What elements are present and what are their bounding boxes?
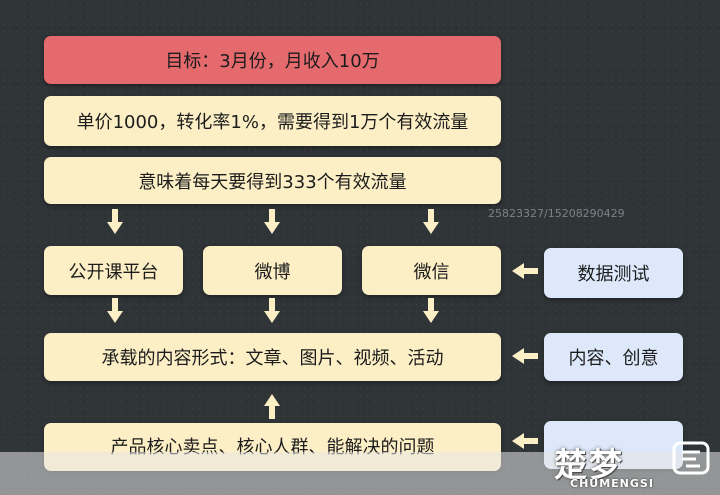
goal-text: 目标：3月份，月收入10万 bbox=[165, 51, 380, 72]
arrow-left-icon bbox=[512, 263, 538, 279]
arrow-down-icon bbox=[264, 209, 280, 235]
watermark-id: 25823327/15208290429 bbox=[488, 207, 625, 220]
channel-open-course: 公开课平台 bbox=[44, 246, 183, 295]
content-form-box: 承载的内容形式：文章、图片、视频、活动 bbox=[44, 333, 501, 381]
channel-weibo: 微博 bbox=[203, 246, 342, 295]
logo-mark-icon bbox=[672, 441, 710, 475]
channel-label: 微博 bbox=[254, 261, 291, 283]
channel-wechat: 微信 bbox=[362, 246, 501, 295]
arrow-down-icon bbox=[107, 298, 123, 324]
calc-text: 单价1000，转化率1%，需要得到1万个有效流量 bbox=[76, 112, 469, 133]
content-form-text: 承载的内容形式：文章、图片、视频、活动 bbox=[101, 348, 444, 369]
arrow-down-icon bbox=[107, 209, 123, 235]
logo-en-text: CHUMENGSI bbox=[570, 477, 654, 490]
calc-box: 单价1000，转化率1%，需要得到1万个有效流量 bbox=[44, 96, 501, 146]
channel-label: 微信 bbox=[413, 261, 450, 283]
arrow-down-icon bbox=[423, 298, 439, 324]
daily-box: 意味着每天要得到333个有效流量 bbox=[44, 157, 501, 204]
arrow-left-icon bbox=[512, 348, 538, 364]
daily-text: 意味着每天要得到333个有效流量 bbox=[138, 171, 407, 193]
content-creative-box: 内容、创意 bbox=[544, 333, 683, 381]
arrow-down-icon bbox=[423, 209, 439, 235]
goal-box: 目标：3月份，月收入10万 bbox=[44, 36, 501, 84]
channel-label: 公开课平台 bbox=[68, 261, 159, 283]
arrow-down-icon bbox=[264, 298, 280, 324]
data-test-box: 数据测试 bbox=[544, 248, 683, 298]
data-test-text: 数据测试 bbox=[577, 264, 650, 285]
bottom-watermark-band bbox=[0, 452, 720, 495]
arrow-left-icon bbox=[512, 433, 538, 449]
arrow-up-icon bbox=[264, 393, 280, 419]
content-creative-text: 内容、创意 bbox=[568, 348, 659, 369]
site-logo: 楚梦 CHUMENGSI bbox=[548, 438, 716, 493]
logo-cn-text: 楚梦 bbox=[554, 445, 624, 484]
